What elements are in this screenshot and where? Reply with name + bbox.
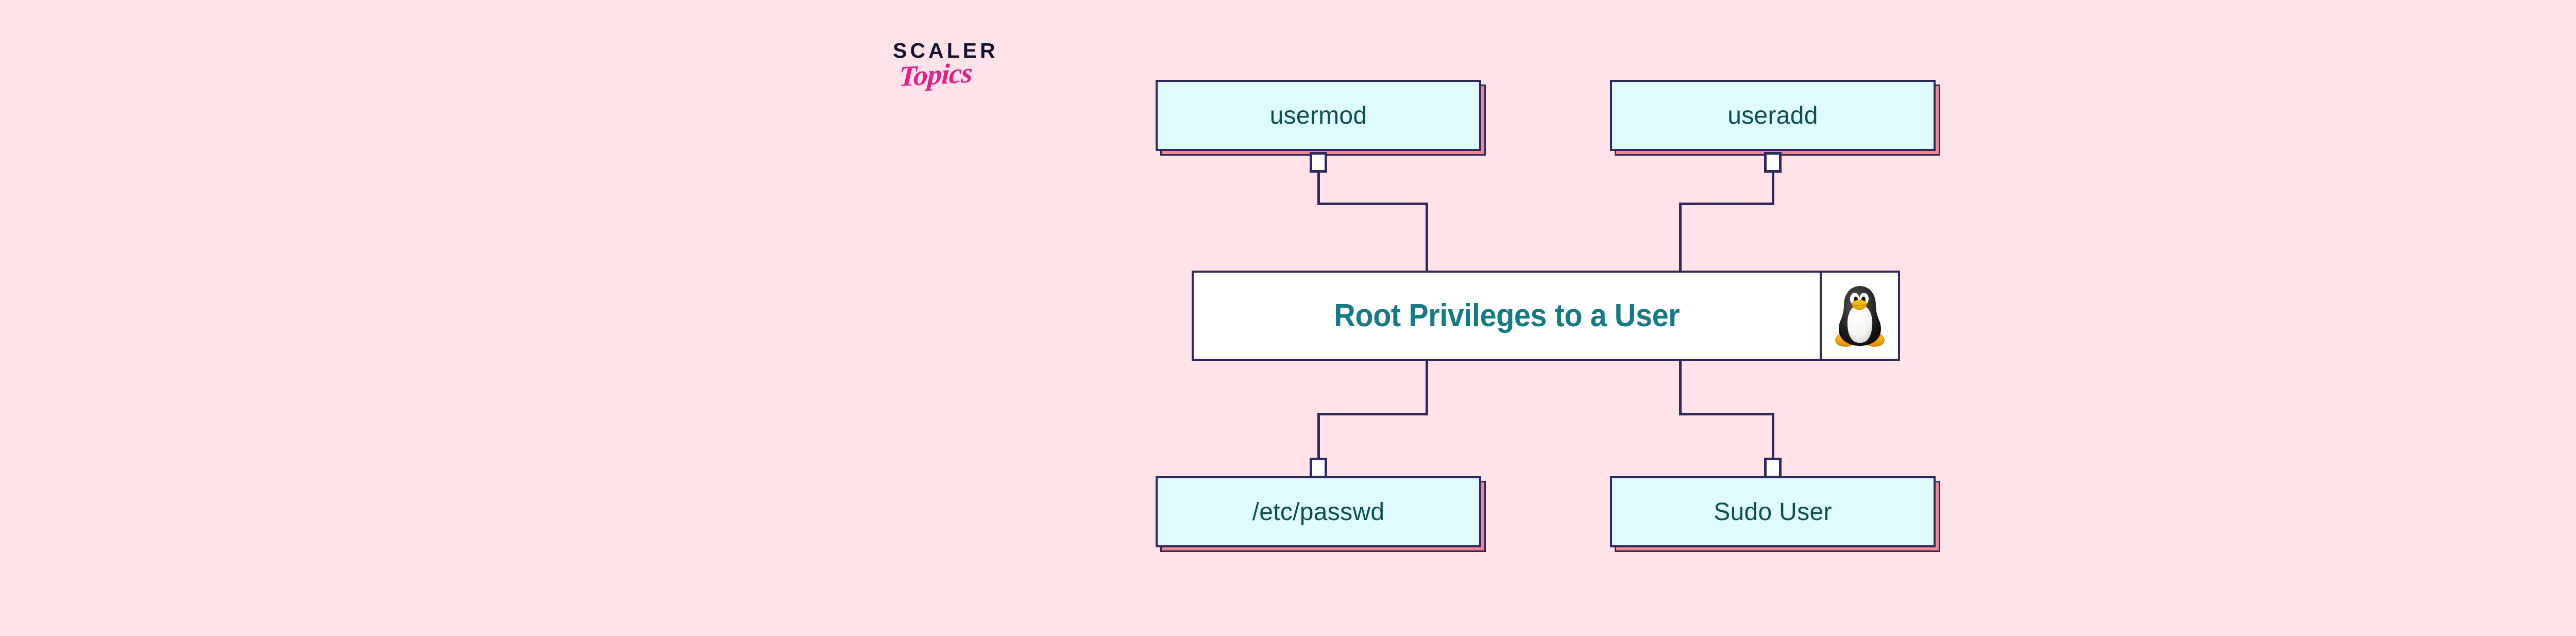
center-icon-cell <box>1822 273 1898 359</box>
node-useradd[interactable]: useradd <box>1610 80 1940 156</box>
scaler-topics-logo: SCALER Topics <box>893 40 1047 107</box>
connector-port-sudo <box>1764 458 1782 478</box>
connector-useradd-vertical-lower <box>1679 203 1682 272</box>
connector-usermod-horizontal <box>1317 203 1428 205</box>
connector-useradd-horizontal <box>1679 203 1774 205</box>
node-etc-passwd-label: /etc/passwd <box>1252 498 1385 526</box>
connector-usermod-vertical-upper <box>1317 172 1320 205</box>
node-etc-passwd[interactable]: /etc/passwd <box>1156 476 1486 552</box>
connector-passwd-vertical-upper <box>1426 361 1428 415</box>
node-etc-passwd-face: /etc/passwd <box>1156 476 1481 547</box>
center-node-root-privileges[interactable]: Root Privileges to a User <box>1192 271 1900 361</box>
node-sudo-user-face: Sudo User <box>1610 476 1936 547</box>
logo-topics-text: Topics <box>898 57 973 93</box>
center-title-text: Root Privileges to a User <box>1334 298 1680 333</box>
node-sudo-user[interactable]: Sudo User <box>1610 476 1940 552</box>
center-title-cell: Root Privileges to a User <box>1194 273 1822 359</box>
connector-passwd-horizontal <box>1317 413 1428 415</box>
node-usermod-label: usermod <box>1269 102 1367 129</box>
connector-port-useradd <box>1764 152 1782 173</box>
connector-port-usermod <box>1310 152 1327 173</box>
connector-port-passwd <box>1310 458 1327 478</box>
connector-usermod-vertical-lower <box>1426 203 1428 272</box>
connector-passwd-vertical-lower <box>1317 413 1320 461</box>
linux-tux-penguin-icon <box>1835 286 1885 347</box>
connector-sudo-vertical-lower <box>1772 413 1774 461</box>
node-usermod[interactable]: usermod <box>1156 80 1486 156</box>
connector-sudo-vertical-upper <box>1679 361 1682 415</box>
logo-scaler-text: SCALER <box>893 39 998 62</box>
connector-sudo-horizontal <box>1679 413 1774 415</box>
node-sudo-user-label: Sudo User <box>1714 498 1832 526</box>
node-usermod-face: usermod <box>1156 80 1481 151</box>
connector-useradd-vertical-upper <box>1772 172 1774 205</box>
node-useradd-label: useradd <box>1727 102 1818 129</box>
node-useradd-face: useradd <box>1610 80 1936 151</box>
